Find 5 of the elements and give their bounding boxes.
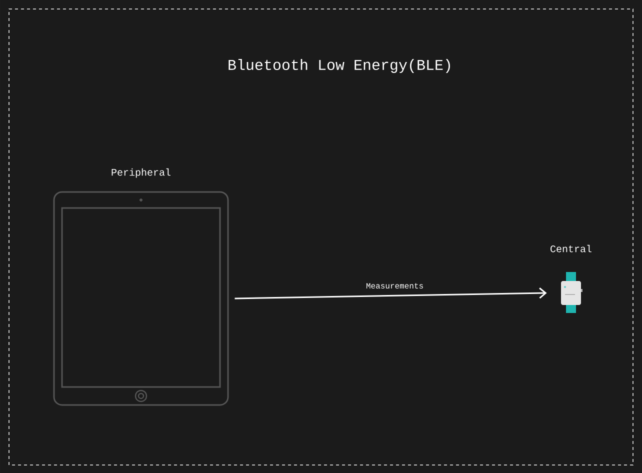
device-label: Peripheral	[112, 168, 170, 178]
edge-label: Measurements	[364, 282, 425, 290]
title: Bluetooth Low Energy(BLE)	[228, 59, 450, 73]
arrow	[234, 288, 547, 300]
device-label: Central	[550, 244, 592, 252]
